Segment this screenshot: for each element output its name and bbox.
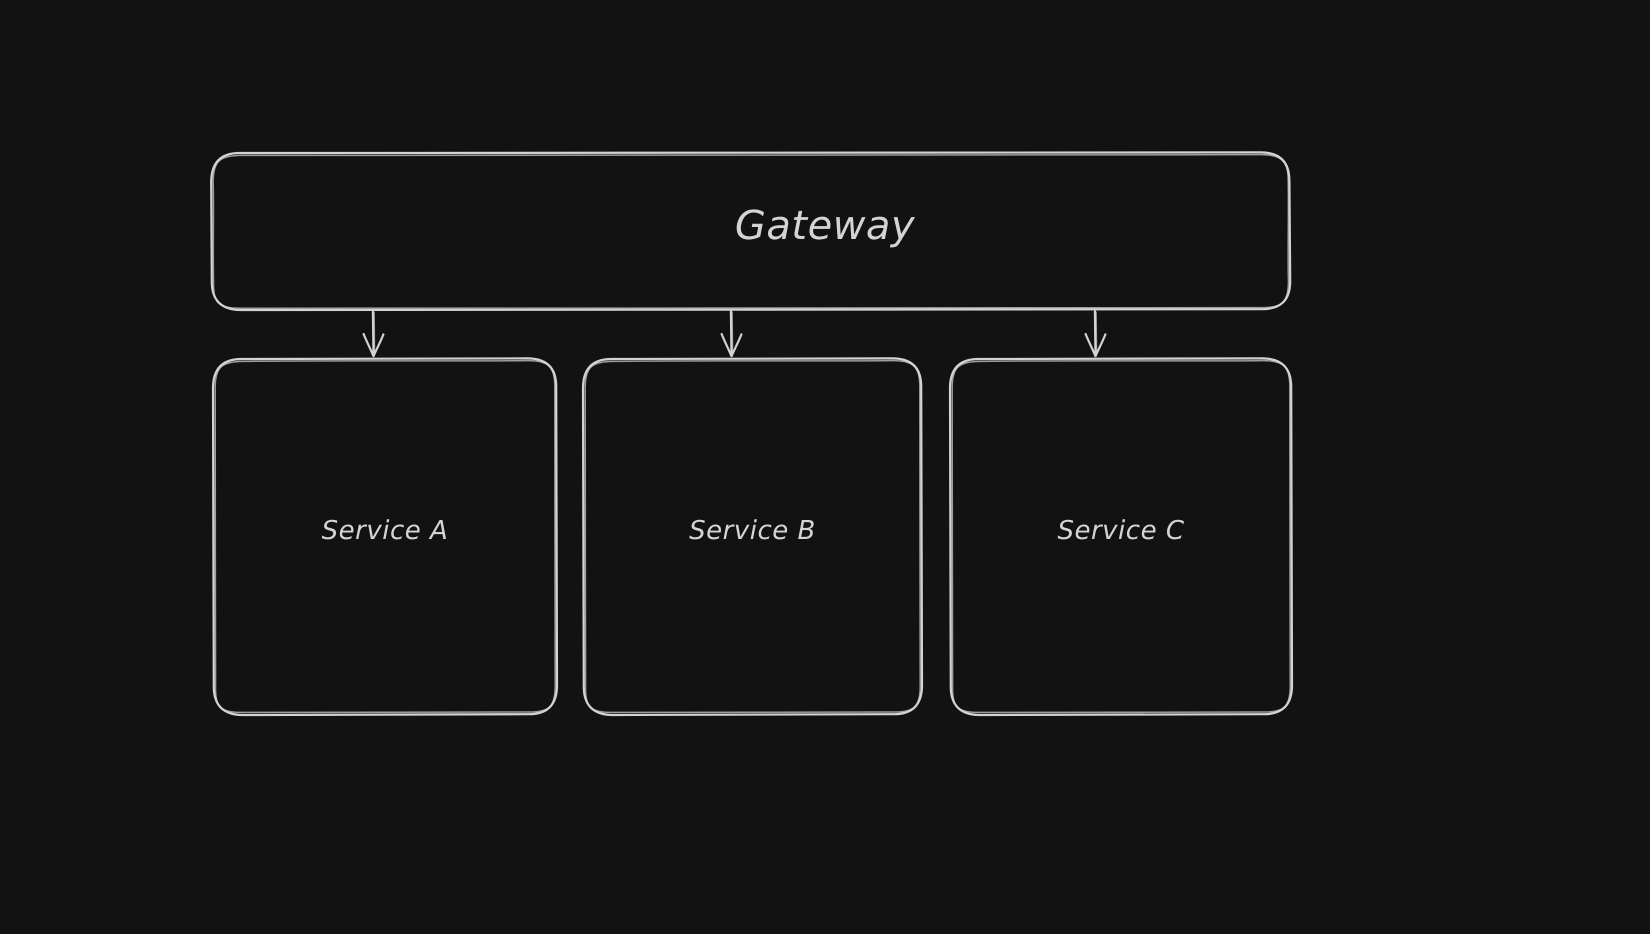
arrowhead-service-a	[362, 332, 375, 358]
node-shape-gateway[interactable]	[210, 151, 1292, 312]
node-shape-service-a[interactable]	[211, 357, 559, 717]
edge-gateway-to-service-c[interactable]	[1084, 310, 1107, 358]
node-shape-service-b[interactable]	[581, 357, 924, 717]
node-shape-service-c[interactable]	[948, 357, 1294, 717]
arrowhead-service-c	[1084, 332, 1097, 358]
edge-gateway-to-service-a[interactable]	[362, 310, 385, 358]
edge-gateway-to-service-b[interactable]	[720, 310, 743, 358]
arrowhead-service-b	[720, 332, 733, 358]
